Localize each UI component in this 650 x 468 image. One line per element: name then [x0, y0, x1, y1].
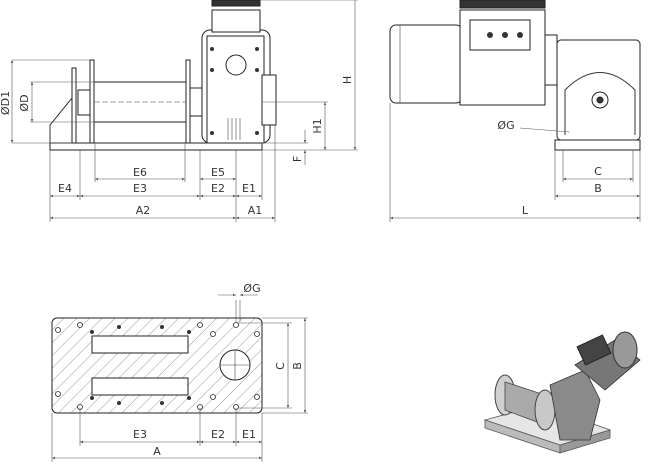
label-g: ØG — [497, 119, 514, 132]
label-f: F — [291, 156, 304, 162]
label-e1: E1 — [242, 182, 256, 195]
end-view: ØG C B L — [389, 0, 641, 222]
plate-label-g: ØG — [243, 282, 260, 295]
gearbox-end — [556, 39, 641, 141]
label-b: B — [594, 182, 602, 195]
label-d: ØD — [18, 94, 31, 111]
plate-label-e1: E1 — [242, 428, 256, 441]
label-a1: A1 — [248, 204, 263, 217]
right-flange — [185, 59, 191, 144]
plate-label-c: C — [274, 362, 287, 370]
motor-top — [211, 9, 261, 33]
label-e2: E2 — [211, 182, 225, 195]
label-e6: E6 — [133, 166, 147, 179]
label-c: C — [594, 165, 602, 178]
left-flange — [89, 59, 95, 144]
right-hub — [189, 87, 203, 117]
winch-3d-view — [483, 331, 641, 454]
slot-lower — [91, 377, 189, 396]
label-h: H — [341, 76, 354, 84]
gearbox-housing — [206, 35, 265, 144]
base-plate-top-view: ØG C B E3 E2 E1 A — [51, 282, 308, 462]
plate-label-a: A — [153, 445, 161, 458]
drum-support — [49, 96, 73, 143]
plate-label-b: B — [291, 362, 304, 370]
label-l: L — [522, 204, 529, 217]
gearbox-shaft-cap — [225, 54, 247, 76]
plate-label-e3: E3 — [133, 428, 147, 441]
label-e4: E4 — [58, 182, 72, 195]
coupling — [544, 34, 558, 86]
slot-upper — [91, 335, 189, 354]
label-e5: E5 — [211, 166, 225, 179]
bolt-holes — [90, 325, 191, 405]
label-a2: A2 — [136, 204, 151, 217]
terminal-box — [469, 19, 531, 51]
base-plate-end — [554, 139, 641, 151]
base-plate-side — [49, 142, 263, 151]
gearbox-dome — [564, 72, 636, 135]
motor-body — [389, 24, 463, 104]
left-hub — [77, 89, 91, 116]
gearbox-side-cover — [261, 74, 277, 126]
label-h1: H1 — [311, 118, 324, 133]
motor-terminal-box — [459, 0, 546, 9]
motor-terminal-box — [211, 0, 261, 7]
label-e3: E3 — [133, 182, 147, 195]
plate-label-e2: E2 — [211, 428, 225, 441]
left-support-plate — [71, 67, 77, 144]
side-view: ØD1 ØD H H1 F E6 E5 E4 E3 E2 E1 A2 A1 — [0, 0, 358, 222]
label-d1: ØD1 — [0, 91, 12, 115]
